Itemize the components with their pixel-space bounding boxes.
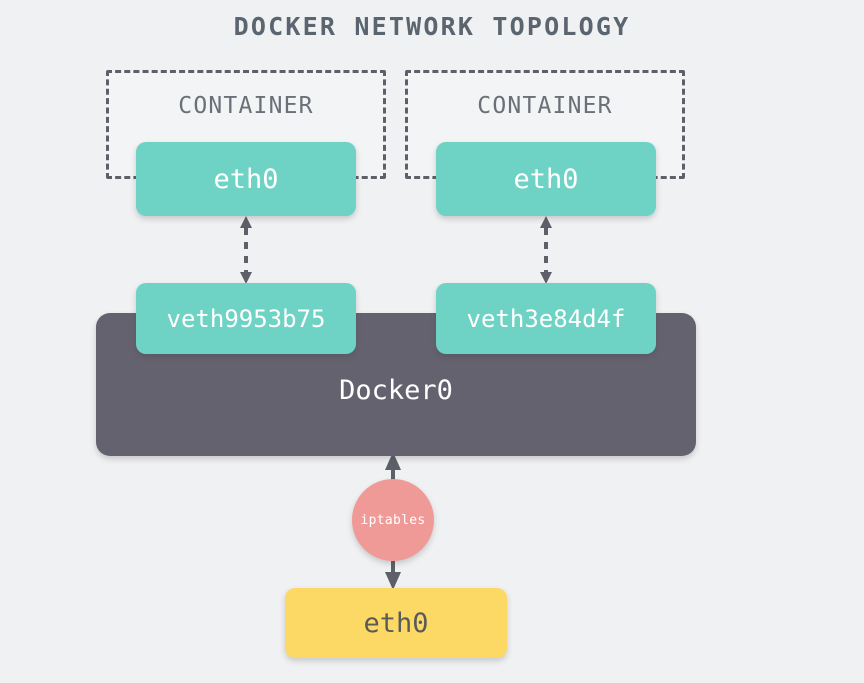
iptables-node[interactable]: iptables <box>352 479 434 561</box>
container-label-1: CONTAINER <box>178 93 314 119</box>
connector-eth0-to-veth-right <box>540 216 552 284</box>
container-2-eth0-node[interactable]: eth0 <box>436 142 656 216</box>
host-eth0-node[interactable]: eth0 <box>285 588 507 658</box>
veth-node-2[interactable]: veth3e84d4f <box>436 283 656 354</box>
veth-node-1[interactable]: veth9953b75 <box>136 283 356 354</box>
container-label-2: CONTAINER <box>477 93 613 119</box>
connector-bridge-to-iptables <box>385 452 401 480</box>
container-1-eth0-node[interactable]: eth0 <box>136 142 356 216</box>
connector-eth0-to-veth-left <box>240 216 252 284</box>
connector-iptables-to-host-eth0 <box>385 560 401 590</box>
page-title: DOCKER NETWORK TOPOLOGY <box>233 12 631 41</box>
